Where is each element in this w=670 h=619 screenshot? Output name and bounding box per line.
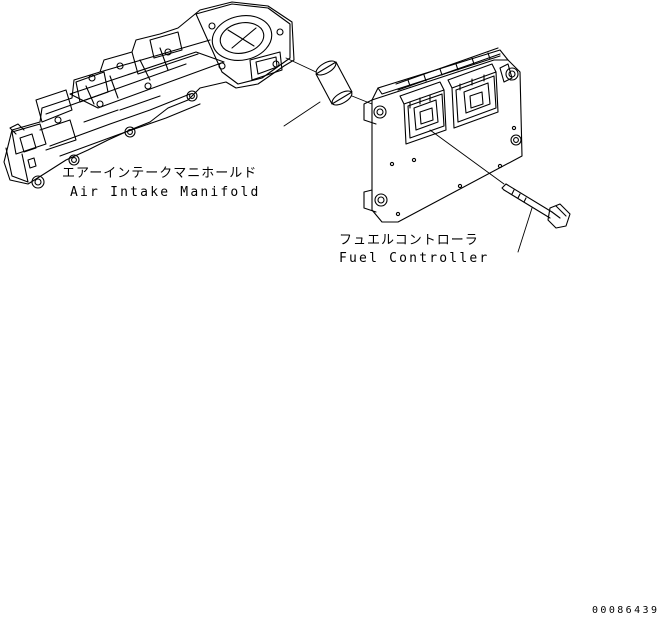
spacer-sleeve <box>314 58 354 108</box>
leader-lines <box>284 58 532 252</box>
air-intake-manifold <box>4 2 294 188</box>
mounting-bolt <box>502 184 570 228</box>
fuel-controller-label-japanese: フュエルコントローラ <box>339 233 479 248</box>
fuel-controller-label-english: Fuel Controller <box>339 251 490 266</box>
fuel-controller <box>364 48 522 222</box>
manifold-label-english: Air Intake Manifold <box>70 185 261 200</box>
drawing-code: 00086439 <box>592 605 660 616</box>
manifold-label-japanese: エアーインテークマニホールド <box>62 166 258 181</box>
